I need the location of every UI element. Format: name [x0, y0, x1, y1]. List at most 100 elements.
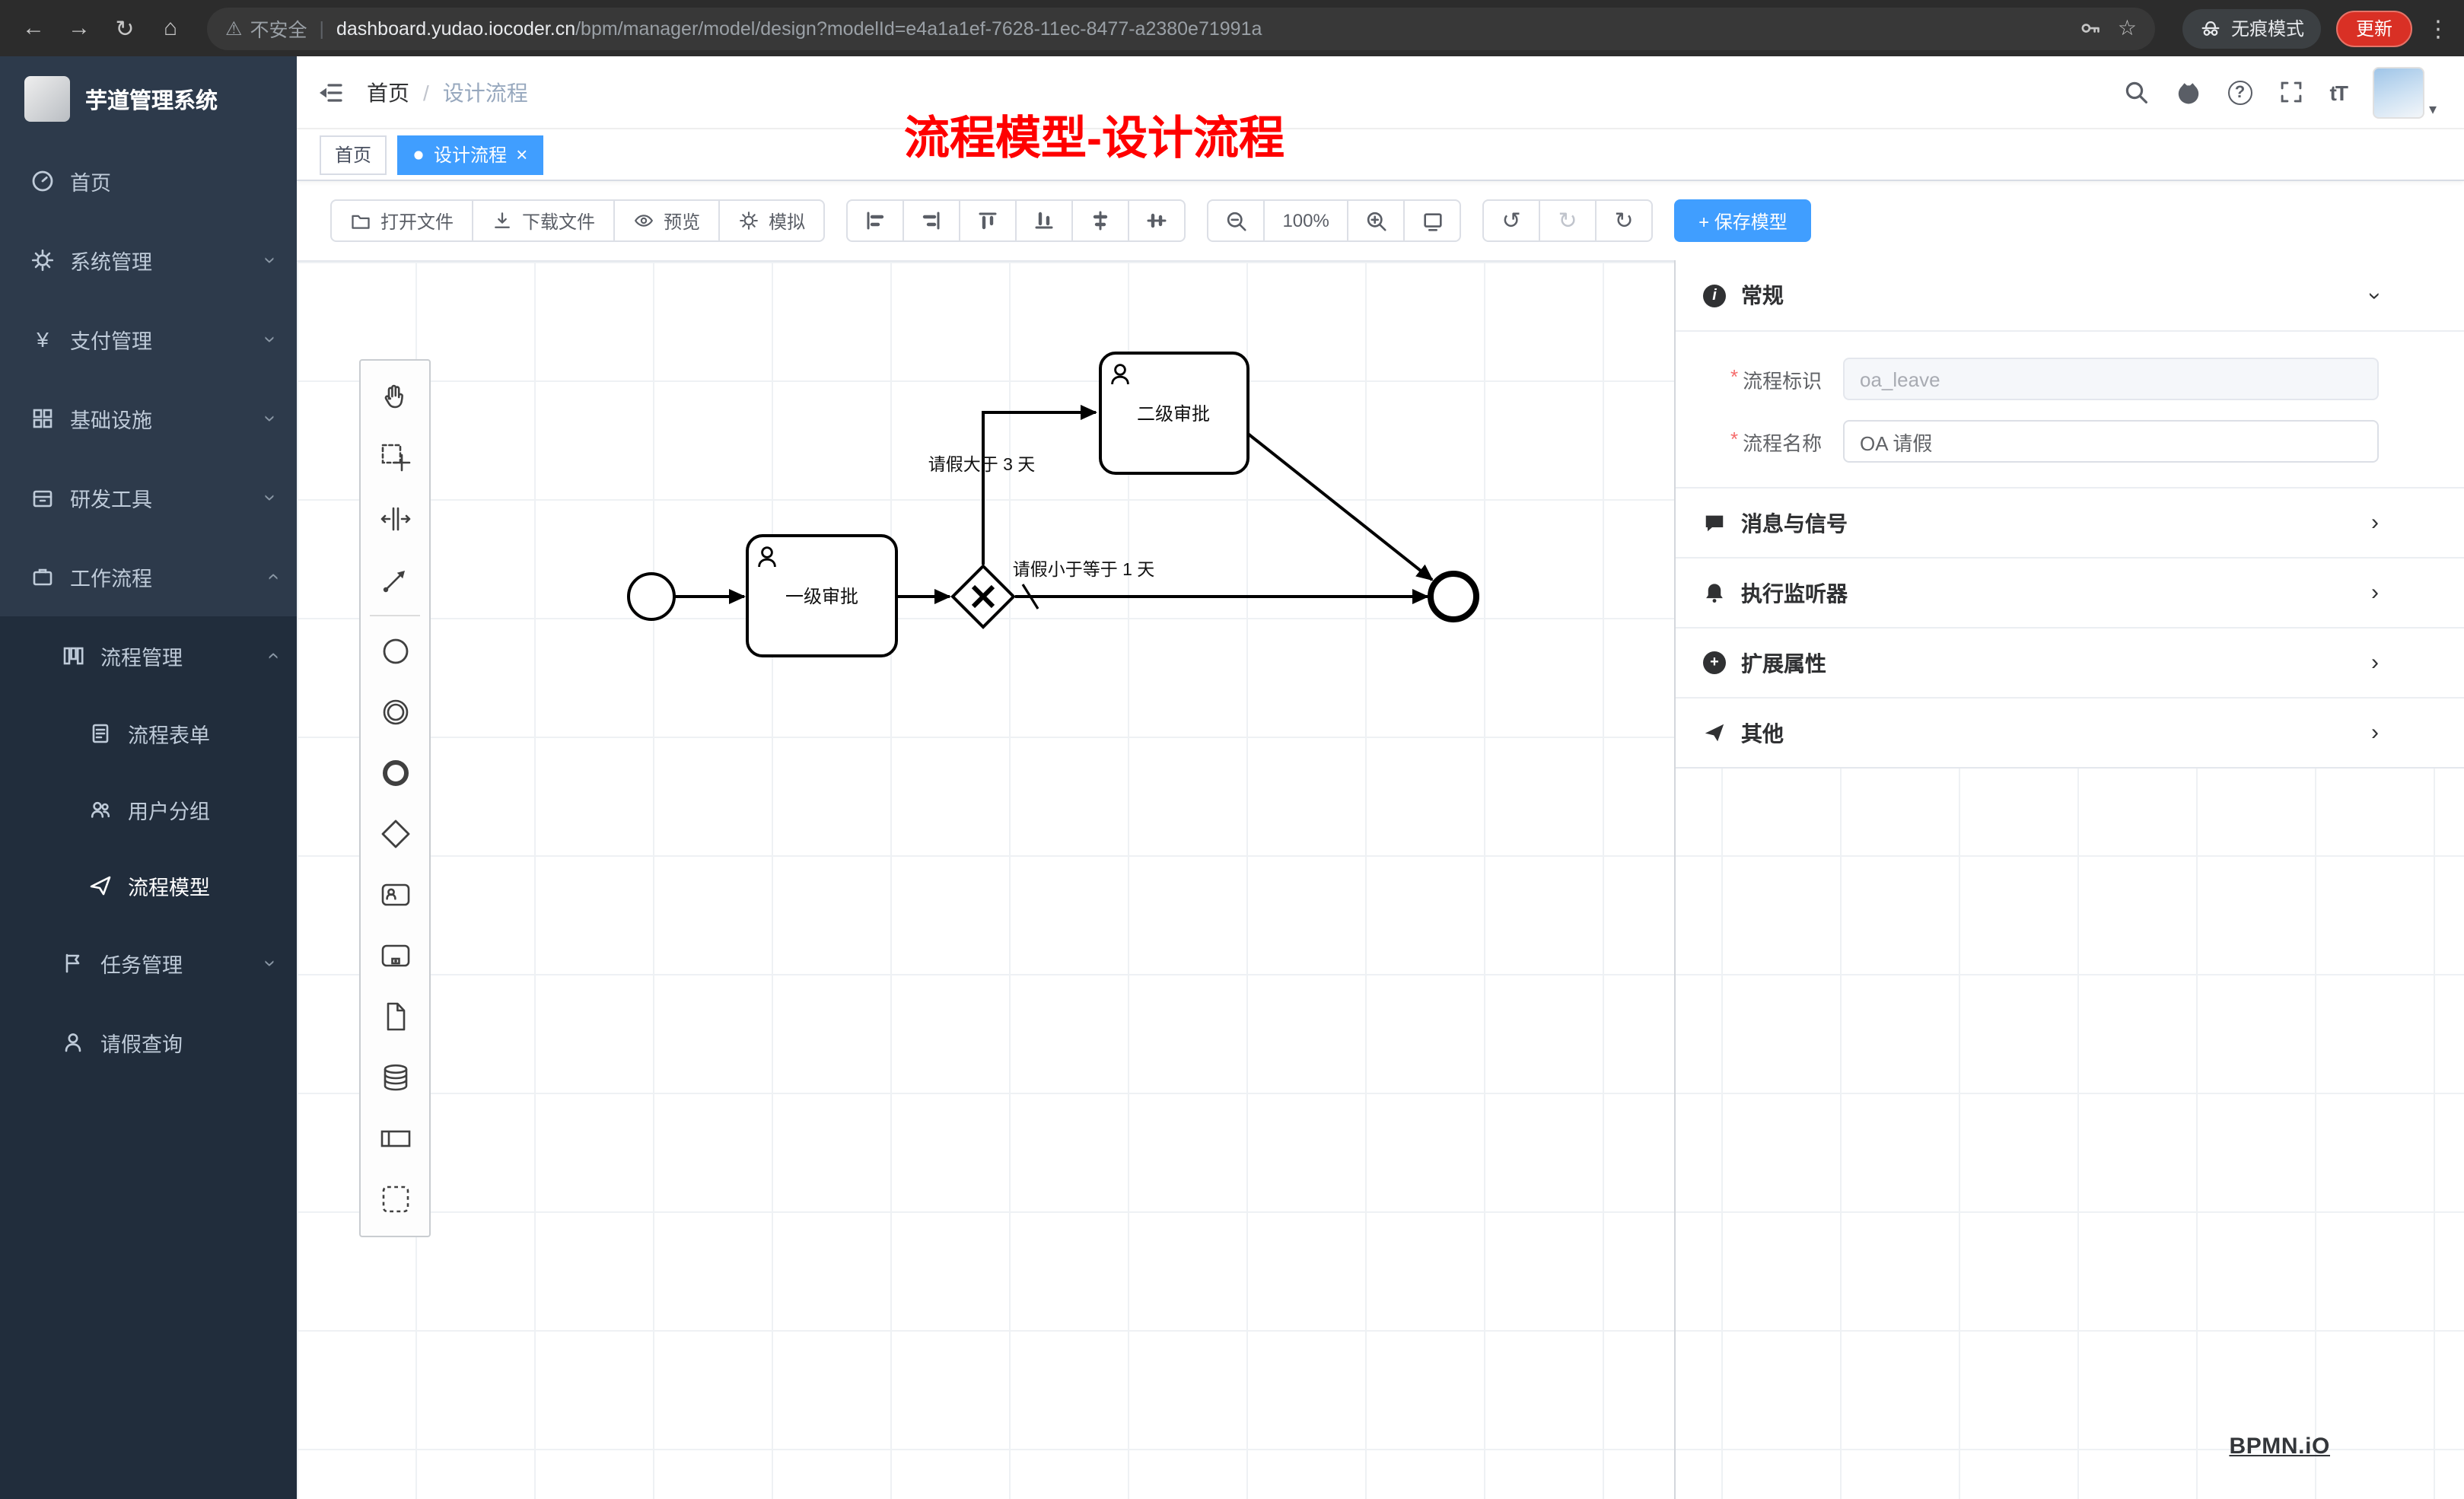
bpmn-canvas[interactable]: 一级审批: [297, 260, 2464, 1499]
sidebar-item-process-form[interactable]: 流程表单: [0, 695, 297, 772]
section-other[interactable]: 其他 ›: [1676, 697, 2464, 767]
tag-design-process[interactable]: 设计流程 ×: [397, 135, 543, 174]
browser-forward-icon[interactable]: →: [68, 15, 91, 41]
create-intermediate-event[interactable]: [364, 682, 426, 743]
align-bottom-button[interactable]: [1015, 199, 1074, 242]
key-icon[interactable]: [2080, 17, 2103, 40]
avatar[interactable]: [2372, 66, 2424, 118]
incognito-label: 无痕模式: [2230, 18, 2304, 40]
save-model-button[interactable]: + 保存模型: [1674, 199, 1812, 242]
browser-update-button[interactable]: 更新: [2335, 10, 2412, 46]
app-logo: [24, 76, 70, 122]
zoom-in-button[interactable]: [1347, 199, 1405, 242]
browser-home-icon[interactable]: ⌂: [163, 15, 178, 41]
github-icon[interactable]: [2175, 78, 2202, 106]
process-key-label: * 流程标识: [1730, 364, 1843, 393]
properties-panel: i 常规 › * 流程标识: [1674, 260, 2464, 1499]
sidebar-item-task-management[interactable]: 任务管理 ›: [0, 924, 297, 1003]
create-data-object[interactable]: [364, 986, 426, 1047]
sidebar-item-process-management[interactable]: 流程管理 ›: [0, 616, 297, 695]
chevron-right-icon: ›: [2371, 580, 2379, 606]
chevron-down-icon: ›: [259, 415, 285, 422]
create-user-task[interactable]: [364, 864, 426, 925]
sidebar-item-devtools[interactable]: 研发工具 ›: [0, 458, 297, 537]
close-icon[interactable]: ×: [516, 143, 528, 166]
global-connect-tool[interactable]: [364, 549, 426, 610]
zoom-reset-button[interactable]: [1403, 199, 1462, 242]
align-right-button[interactable]: [903, 199, 961, 242]
create-subprocess[interactable]: [364, 925, 426, 986]
create-data-store[interactable]: [364, 1047, 426, 1108]
browser-menu-icon[interactable]: ⋮: [2427, 16, 2450, 42]
main-area: 首页 / 设计流程 ? tT: [297, 56, 2464, 1499]
align-center-v-icon: [1147, 213, 1167, 228]
search-icon[interactable]: [2123, 79, 2149, 105]
fullscreen-icon[interactable]: [2278, 79, 2304, 105]
task-level2-approval[interactable]: 二级审批: [1099, 352, 1250, 475]
sidebar-item-user-group[interactable]: 用户分组: [0, 772, 297, 848]
simulate-button[interactable]: 模拟: [718, 199, 826, 242]
create-participant[interactable]: [364, 1108, 426, 1169]
browser-reload-icon[interactable]: ↻: [115, 16, 135, 42]
task-label: 一级审批: [785, 587, 858, 607]
address-bar[interactable]: ⚠ 不安全 | dashboard.yudao.iocoder.cn/bpm/m…: [207, 7, 2155, 49]
restart-button[interactable]: ↻: [1595, 199, 1654, 242]
flow-gateway-to-task2[interactable]: [982, 405, 1097, 565]
sidebar-item-payment[interactable]: ¥ 支付管理 ›: [0, 300, 297, 379]
browser-back-icon[interactable]: ←: [22, 15, 45, 41]
security-warning[interactable]: ⚠ 不安全: [225, 14, 307, 43]
user-menu[interactable]: ▾: [2372, 66, 2437, 118]
zoom-out-icon: [1226, 211, 1246, 231]
help-icon[interactable]: ?: [2227, 80, 2252, 104]
undo-button[interactable]: ↺: [1482, 199, 1541, 242]
process-name-input[interactable]: [1843, 420, 2379, 463]
sidebar-item-leave-query[interactable]: 请假查询: [0, 1003, 297, 1082]
align-center-h-icon: [1093, 211, 1108, 231]
lasso-tool[interactable]: [364, 428, 426, 489]
section-message-signal[interactable]: 消息与信号 ›: [1676, 487, 2464, 557]
sidebar-item-system[interactable]: 系统管理 ›: [0, 221, 297, 300]
space-tool[interactable]: [364, 489, 426, 549]
start-event[interactable]: [627, 572, 676, 621]
hand-tool[interactable]: [364, 367, 426, 428]
download-file-button[interactable]: 下载文件: [472, 199, 616, 242]
tag-home[interactable]: 首页: [320, 135, 387, 174]
sidebar-collapse-icon[interactable]: [315, 77, 345, 107]
sidebar-item-process-model[interactable]: 流程模型: [0, 848, 297, 924]
bpmn-io-watermark[interactable]: BPMN.iO: [2229, 1434, 2330, 1459]
incognito-badge: 无痕模式: [2182, 8, 2321, 48]
preview-button[interactable]: 预览: [613, 199, 721, 242]
zoom-button-group: 100%: [1207, 199, 1462, 242]
font-size-icon[interactable]: tT: [2329, 80, 2348, 104]
redo-button[interactable]: ↻: [1539, 199, 1597, 242]
section-extended-attributes[interactable]: + 扩展属性 ›: [1676, 627, 2464, 697]
user-icon: [758, 546, 776, 568]
create-start-event[interactable]: [364, 621, 426, 682]
active-dot: [414, 150, 423, 159]
create-group[interactable]: [364, 1169, 426, 1230]
create-gateway[interactable]: [364, 804, 426, 864]
sidebar-item-infrastructure[interactable]: 基础设施 ›: [0, 379, 297, 458]
exclusive-gateway[interactable]: [950, 564, 1016, 629]
section-general[interactable]: i 常规 ›: [1676, 260, 2464, 330]
browser-toolbar: ← → ↻ ⌂ ⚠ 不安全 | dashboard.yudao.iocoder.…: [0, 0, 2464, 56]
open-file-button[interactable]: 打开文件: [330, 199, 474, 242]
end-event[interactable]: [1428, 571, 1479, 622]
sidebar-item-label: 请假查询: [100, 1033, 183, 1056]
task-level1-approval[interactable]: 一级审批: [746, 534, 898, 657]
flow-task2-to-end[interactable]: [1246, 432, 1434, 581]
history-button-group: ↺ ↻ ↻: [1482, 199, 1654, 242]
align-top-button[interactable]: [959, 199, 1017, 242]
align-center-vertical-button[interactable]: [1128, 199, 1186, 242]
breadcrumb-home[interactable]: 首页: [367, 80, 409, 104]
zoom-out-button[interactable]: [1207, 199, 1265, 242]
align-center-horizontal-button[interactable]: [1071, 199, 1130, 242]
bookmark-star-icon[interactable]: ☆: [2117, 15, 2137, 40]
sidebar-item-workflow[interactable]: 工作流程 ›: [0, 537, 297, 616]
incognito-icon: [2201, 21, 2220, 36]
align-left-button[interactable]: [846, 199, 905, 242]
section-execution-listener[interactable]: 执行监听器 ›: [1676, 557, 2464, 627]
general-fields: * 流程标识 * 流程名称: [1676, 330, 2464, 487]
create-end-event[interactable]: [364, 743, 426, 804]
sidebar-item-home[interactable]: 首页: [0, 142, 297, 221]
